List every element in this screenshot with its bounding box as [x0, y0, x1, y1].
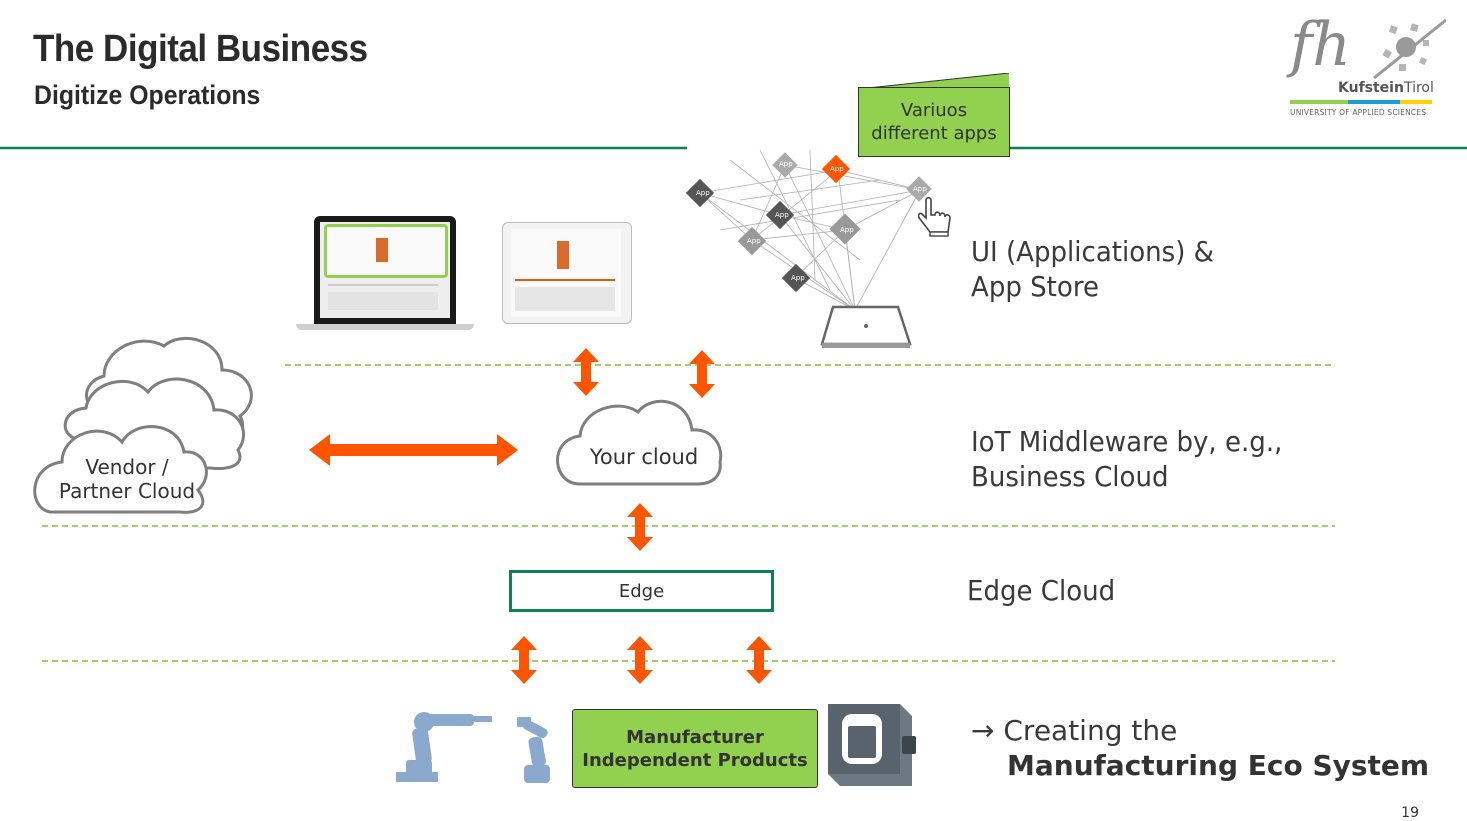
vendor-cloud-line-2: Partner Cloud — [58, 479, 196, 503]
ui-layer-label: UI (Applications) & App Store — [971, 234, 1214, 304]
arrow-laptop-cloud — [573, 348, 599, 396]
logo-name-bold: Kufstein — [1338, 80, 1404, 96]
eco-system-label: → Creating the Manufacturing Eco System — [971, 713, 1429, 783]
apps-callout: Variuos different apps — [858, 87, 1010, 157]
arrow-right-icon: → — [971, 714, 995, 747]
pointer-hand-icon — [918, 196, 951, 237]
app-badge-label: App — [840, 226, 854, 234]
tablet-icon — [502, 222, 632, 324]
arrow-edge-product-3 — [746, 636, 772, 684]
vendor-cloud-line-1: Vendor / — [85, 455, 169, 479]
callout-shape — [857, 72, 1010, 90]
logo: fh KufsteinTirol UNIVERSITY OF APPLIED S… — [1286, 10, 1446, 124]
edge-box: Edge — [509, 570, 774, 612]
edge-layer-label: Edge Cloud — [967, 574, 1116, 607]
tablet-outline-icon — [820, 305, 912, 348]
robot-arm-icon — [517, 717, 550, 783]
your-cloud-label: Your cloud — [589, 445, 699, 469]
app-network-lines — [699, 149, 921, 311]
logo-mark: fh — [1290, 10, 1351, 80]
callout-line-2: different apps — [871, 123, 997, 144]
laptop-icon — [296, 214, 474, 330]
app-badge-label: App — [791, 274, 805, 282]
industrial-robot-icon — [396, 712, 492, 782]
cloud-icon — [33, 336, 253, 514]
mip-line-2: Independent Products — [582, 749, 808, 771]
arrow-vendor-your-cloud — [309, 434, 518, 466]
app-badge-label: App — [696, 189, 710, 197]
iot-layer-label: IoT Middleware by, e.g., Business Cloud — [971, 424, 1282, 494]
app-badge-label: App — [747, 237, 761, 245]
logo-name-regular: Tirol — [1403, 80, 1434, 96]
page-title: The Digital Business — [33, 28, 368, 70]
arrow-cloud-edge — [627, 503, 653, 551]
arrow-network-cloud — [689, 350, 715, 398]
app-badge-label: App — [913, 185, 927, 193]
eco-line-2: Manufacturing Eco System — [1007, 749, 1430, 782]
app-badge-label: App — [775, 211, 789, 219]
ui-layer-line-2: App Store — [971, 270, 1099, 303]
logo-sun-icon — [1290, 18, 1446, 104]
ui-layer-line-1: UI (Applications) & — [971, 235, 1214, 268]
app-badge-label: App — [779, 160, 793, 168]
page-number: 19 — [1401, 805, 1419, 821]
eco-line-1: Creating the — [1003, 714, 1178, 747]
machine-icon — [828, 704, 916, 786]
iot-layer-line-2: Business Cloud — [971, 460, 1169, 493]
iot-layer-line-1: IoT Middleware by, e.g., — [971, 425, 1283, 458]
page-subtitle: Digitize Operations — [34, 80, 261, 110]
vendor-cloud-label: Vendor / Partner Cloud — [52, 455, 202, 503]
logo-tagline: UNIVERSITY OF APPLIED SCIENCES — [1290, 108, 1427, 117]
arrow-edge-product-2 — [627, 636, 653, 684]
app-badge-label: App — [830, 165, 844, 173]
mip-line-1: Manufacturer — [626, 726, 764, 748]
arrow-edge-product-1 — [511, 636, 537, 684]
your-cloud-shape — [556, 399, 723, 486]
manufacturer-independent-products-box: Manufacturer Independent Products — [572, 709, 818, 788]
callout-line-1: Variuos — [900, 100, 968, 121]
